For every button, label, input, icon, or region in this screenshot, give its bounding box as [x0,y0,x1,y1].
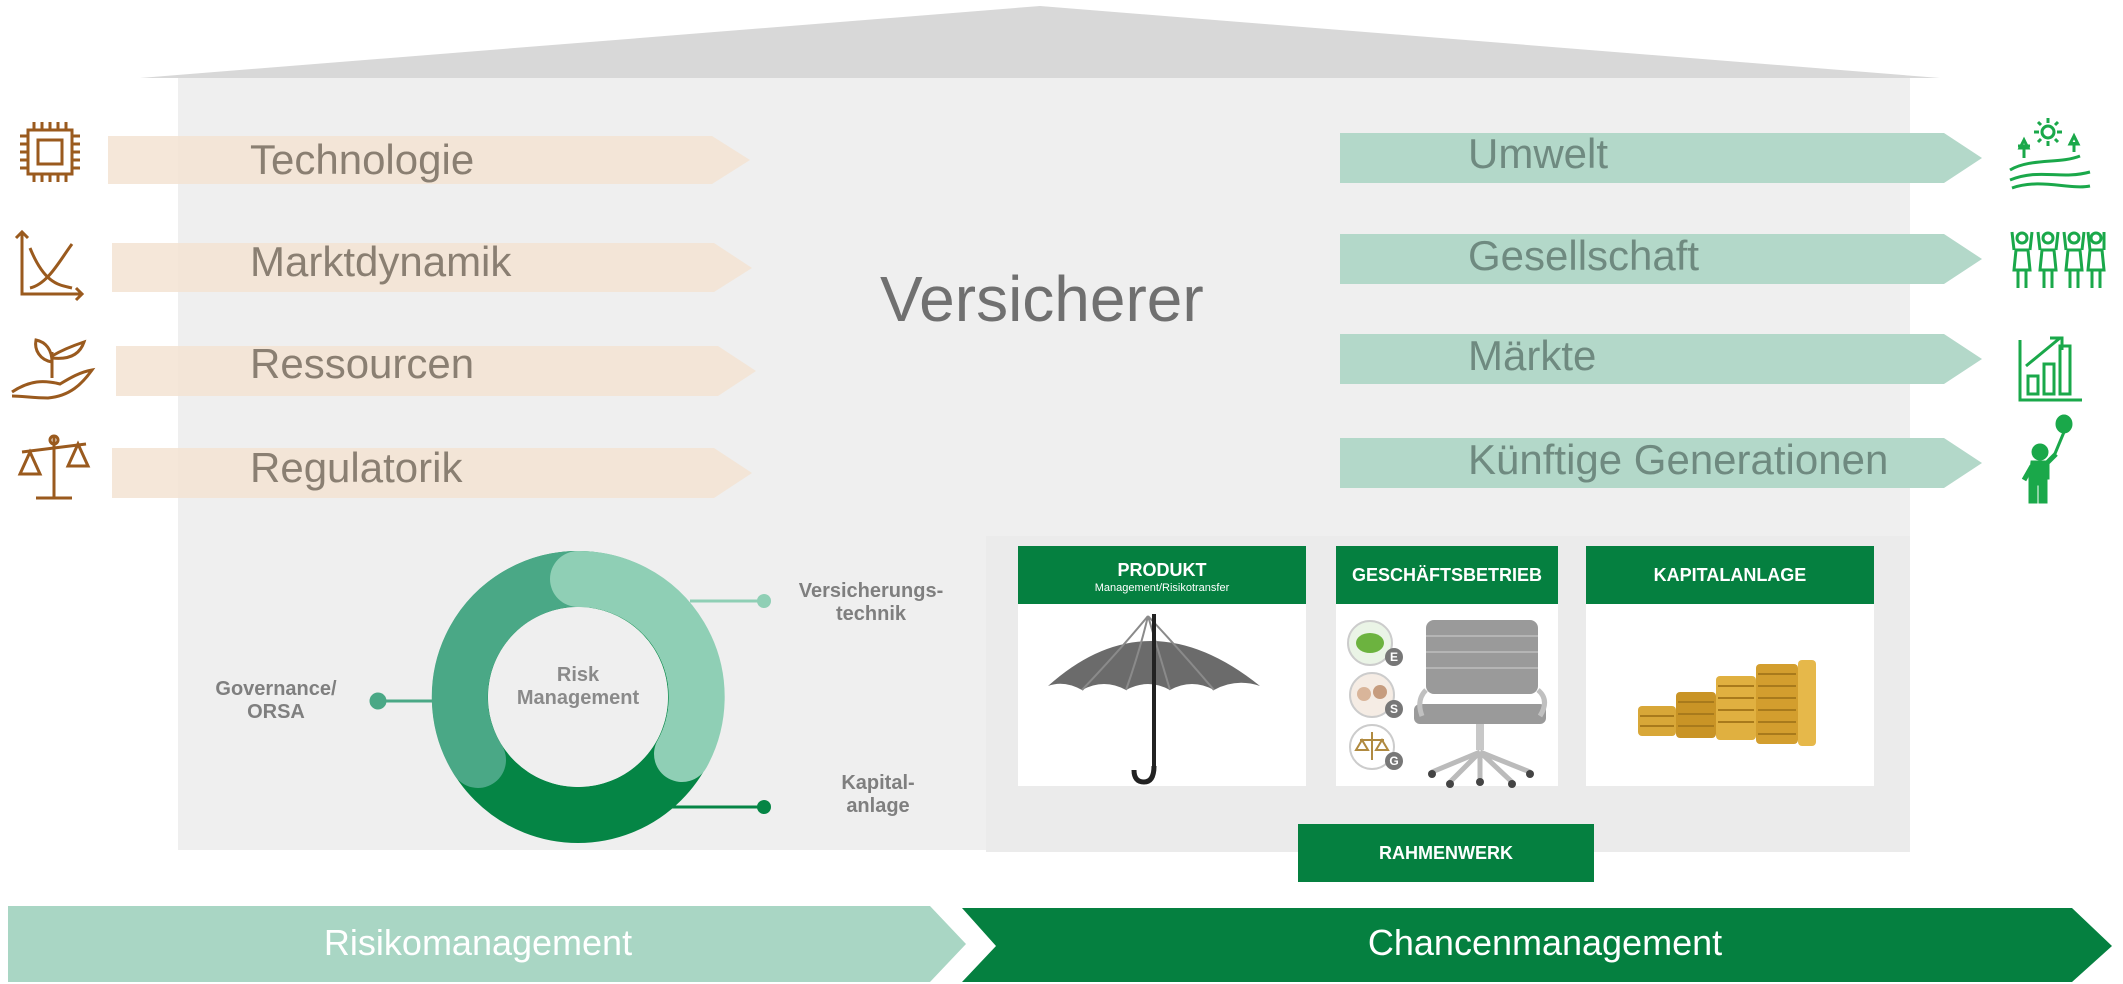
factor-arrow-regulatorik [112,448,752,498]
card-white-panel [1018,604,1306,786]
banner-chance-label: Chancenmanagement [1367,922,1723,963]
esg-badge-s: S [1389,702,1398,716]
factor-label-technologie: Technologie [250,136,475,183]
factor-label-gesellschaft: Gesellschaft [1468,232,1700,279]
technik-label: Versicherungs- technik [778,580,964,626]
ring-segment-technik [550,550,725,782]
factor-arrow-technologie [108,136,750,184]
factor-arrow-gesellschaft [1340,234,1982,284]
governance-label: Governance/ ORSA [196,678,356,724]
hand-plant-icon [11,338,96,400]
chip-icon [20,122,80,182]
card-produkt-body [1018,604,1306,786]
coins-image [1638,660,1816,746]
banner-risk-label: Risikomanagement [323,922,633,963]
ring-center-line1: Risk [556,664,600,686]
risk-ring [431,550,725,843]
child-balloon-icon [2021,414,2073,504]
factor-label-generationen: Künftige Generationen [1468,436,1889,483]
scales-icon [17,434,91,500]
factor-label-umwelt: Umwelt [1468,130,1609,177]
kapital-ring-label: Kapital- anlage [808,772,948,818]
factor-label-regulatorik: Regulatorik [250,444,463,491]
card-produkt-header: PRODUKT Management/Risikotransfer [1018,546,1306,604]
factor-label-marktdynamik: Marktdynamik [250,238,512,285]
banner-risk-shape [8,906,966,982]
house-roof [140,6,1940,78]
factor-arrow-marktdynamik [112,243,752,292]
ring-connectors [369,594,771,814]
esg-circles [1347,620,1403,770]
page-title: Versicherer [880,263,1204,335]
factor-arrow-maerkte [1340,334,1982,384]
technik-line2: technik [835,603,907,625]
card-kapital-header: KAPITALANLAGE [1586,546,1874,604]
esg-badge-g: G [1389,754,1399,768]
chair-image [1414,620,1547,788]
people-icon [2010,231,2106,288]
landscape-icon [2009,118,2091,190]
card-betrieb-header: GESCHÄFTSBETRIEB [1336,546,1558,604]
governance-line1: Governance/ [215,678,337,700]
rahmenwerk-box: RAHMENWERK [1298,824,1594,882]
ring-center-label: Risk Management [508,664,648,710]
factor-arrow-generationen [1340,438,1982,488]
bar-growth-icon [2018,336,2082,402]
esg-badge-e: E [1389,650,1398,664]
card-produkt-title: PRODUKT [1117,560,1207,580]
technik-line1: Versicherungs- [798,580,944,602]
market-curve-icon [14,229,85,302]
governance-line2: ORSA [247,701,305,723]
kapital-ring-line1: Kapital- [841,772,915,794]
kapital-ring-line2: anlage [846,795,910,817]
banner-chance-shape [962,908,2112,982]
card-produkt-subtitle: Management/Risikotransfer [1094,582,1230,594]
factor-arrow-ressourcen [116,346,756,396]
factor-arrow-umwelt [1340,133,1982,183]
factor-label-ressourcen: Ressourcen [250,340,475,387]
factor-label-maerkte: Märkte [1468,332,1597,379]
ring-center-line2: Management [516,687,640,709]
ring-segment-governance [431,550,606,788]
umbrella-image [1048,614,1260,785]
